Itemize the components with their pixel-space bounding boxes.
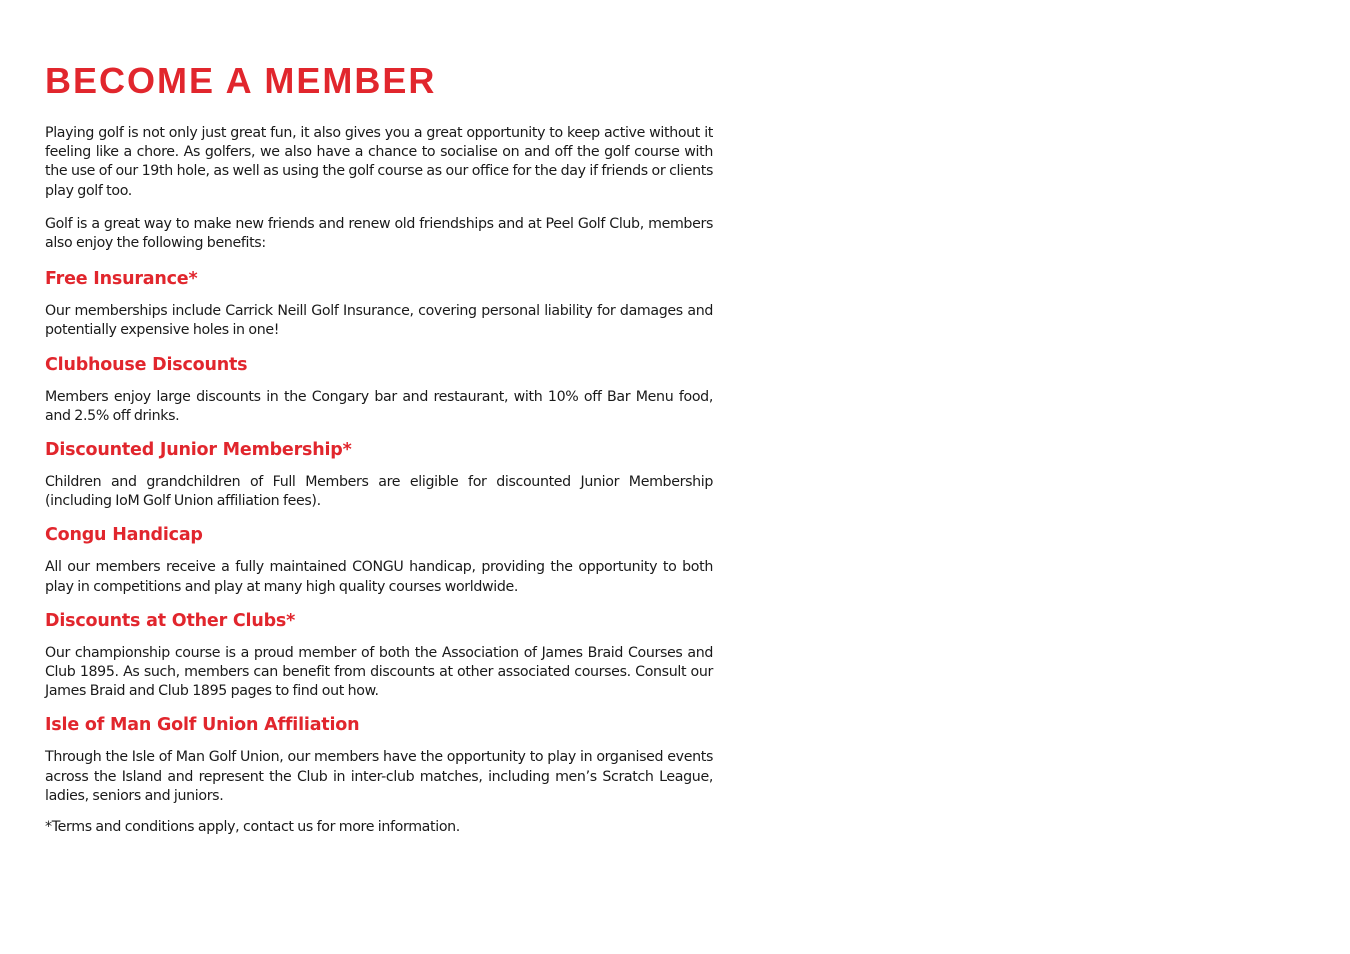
- section-body: All our members receive a fully maintain…: [45, 559, 713, 595]
- terms-footnote: *Terms and conditions apply, contact us …: [45, 819, 460, 836]
- page-title: BECOME A MEMBER: [45, 60, 437, 101]
- section-body: Our memberships include Carrick Neill Go…: [45, 303, 713, 339]
- section-heading: Discounts at Other Clubs*: [45, 610, 296, 631]
- section-body: Through the Isle of Man Golf Union, our …: [45, 749, 713, 804]
- intro-paragraph: Playing golf is not only just great fun,…: [45, 125, 713, 199]
- section-body: Our championship course is a proud membe…: [45, 644, 713, 700]
- section-heading: Isle of Man Golf Union Affiliation: [45, 715, 360, 736]
- intro-paragraph: Golf is a great way to make new friends …: [45, 215, 713, 252]
- benefit-section-insurance: Free Insurance* Our memberships include …: [45, 267, 713, 340]
- benefit-section-clubhouse-discounts: Clubhouse Discounts Members enjoy large …: [45, 353, 713, 426]
- section-body: Members enjoy large discounts in the Con…: [45, 388, 713, 424]
- section-heading: Clubhouse Discounts: [45, 354, 248, 375]
- benefit-section-junior-membership: Discounted Junior Membership* Children a…: [45, 438, 713, 511]
- benefit-section-congu-handicap: Congu Handicap All our members receive a…: [45, 523, 713, 596]
- section-heading: Congu Handicap: [45, 525, 203, 546]
- membership-content: BECOME A MEMBER Playing golf is not only…: [45, 58, 713, 837]
- benefit-section-iom-golf-union: Isle of Man Golf Union Affiliation Throu…: [45, 713, 713, 806]
- section-heading: Discounted Junior Membership*: [45, 440, 352, 461]
- benefit-section-other-clubs: Discounts at Other Clubs* Our championsh…: [45, 609, 713, 702]
- section-heading: Free Insurance*: [45, 269, 198, 290]
- section-body: Children and grandchildren of Full Membe…: [45, 474, 713, 510]
